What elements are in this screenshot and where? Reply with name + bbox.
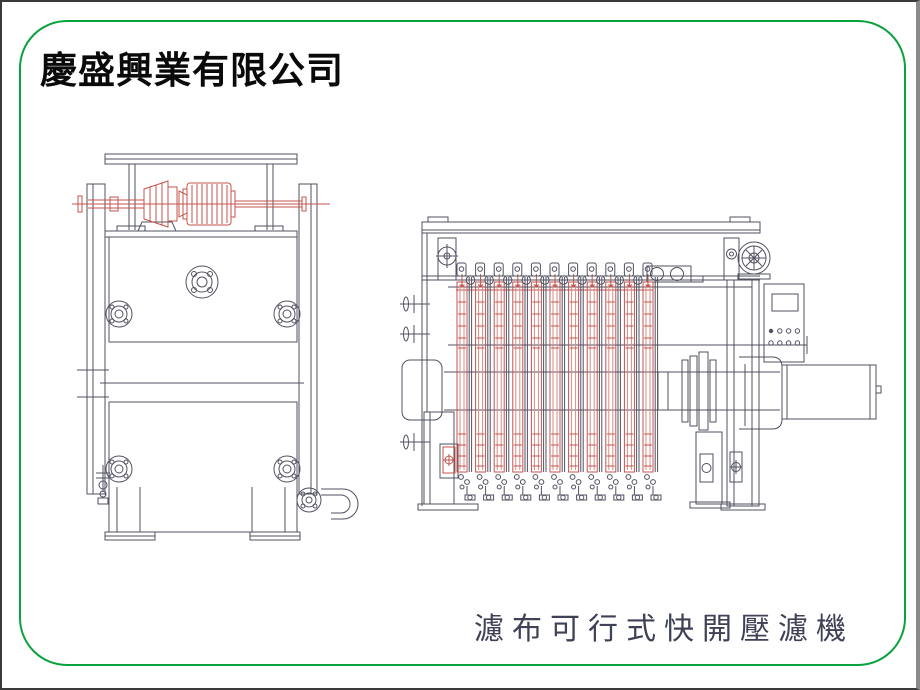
slide-border	[19, 20, 906, 666]
side-view-drawing	[400, 216, 882, 511]
page-title: 慶盛興業有限公司	[40, 49, 344, 92]
caption: 濾布可行式快開壓濾機	[474, 612, 854, 647]
front-view-drawing	[72, 153, 359, 541]
